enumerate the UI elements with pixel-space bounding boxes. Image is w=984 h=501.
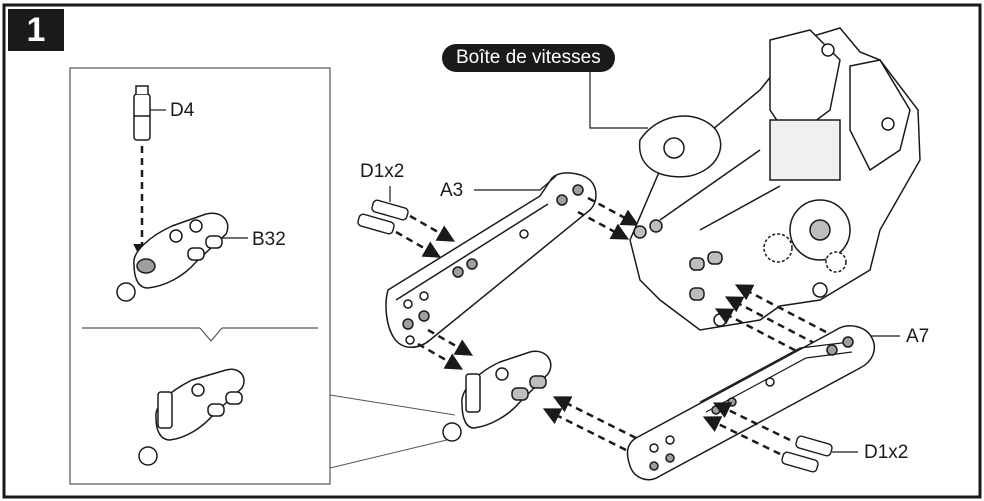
leader-gearbox bbox=[589, 70, 648, 129]
insert-arrow-d1x2-4 bbox=[702, 416, 781, 456]
pins-d1x2-bottom-part bbox=[781, 435, 858, 473]
connector-assembled-part bbox=[138, 368, 245, 466]
part-label-a3: A3 bbox=[440, 180, 464, 201]
insert-arrow-a3-1 bbox=[587, 196, 640, 226]
pins-d1x2-top-part bbox=[357, 186, 409, 235]
insert-arrow-a7-1 bbox=[734, 284, 827, 334]
part-label-d4: D4 bbox=[170, 100, 195, 121]
insert-arrow-d1x2-2 bbox=[395, 230, 442, 258]
inset-detail-box bbox=[69, 67, 456, 485]
zoom-line-bottom bbox=[329, 437, 456, 469]
part-label-a7: A7 bbox=[906, 326, 930, 347]
part-label-b32: B32 bbox=[252, 229, 286, 250]
connector-b32-main-part bbox=[442, 350, 552, 442]
insert-arrow-a3-2 bbox=[577, 210, 630, 240]
insert-arrow-a7-2 bbox=[724, 296, 817, 346]
insert-arrow-a3-4 bbox=[417, 342, 464, 370]
connector-b32-part bbox=[116, 212, 248, 302]
gearbox-part bbox=[629, 27, 921, 331]
beam-a3-part bbox=[385, 172, 597, 348]
part-label-d1x2-top: D1x2 bbox=[360, 161, 405, 182]
gearbox-callout-label: Boîte de vitesses bbox=[442, 44, 615, 72]
step-number-badge: 1 bbox=[8, 9, 64, 51]
zoom-line-top bbox=[329, 394, 456, 416]
pin-d4-part bbox=[133, 85, 166, 141]
beam-a7-part bbox=[626, 325, 876, 481]
insert-arrow-a3-3 bbox=[427, 328, 474, 356]
insert-arrow-a7-3 bbox=[714, 308, 807, 358]
outer-frame bbox=[2, 3, 982, 499]
insert-arrow-a7-4 bbox=[552, 396, 637, 440]
insert-arrow-d1x2-1 bbox=[409, 214, 456, 242]
insert-arrow-d1x2-3 bbox=[712, 402, 791, 442]
leader-a3 bbox=[474, 175, 557, 191]
insert-arrow-a7-5 bbox=[542, 408, 627, 452]
part-label-d1x2-bottom: D1x2 bbox=[864, 442, 909, 463]
